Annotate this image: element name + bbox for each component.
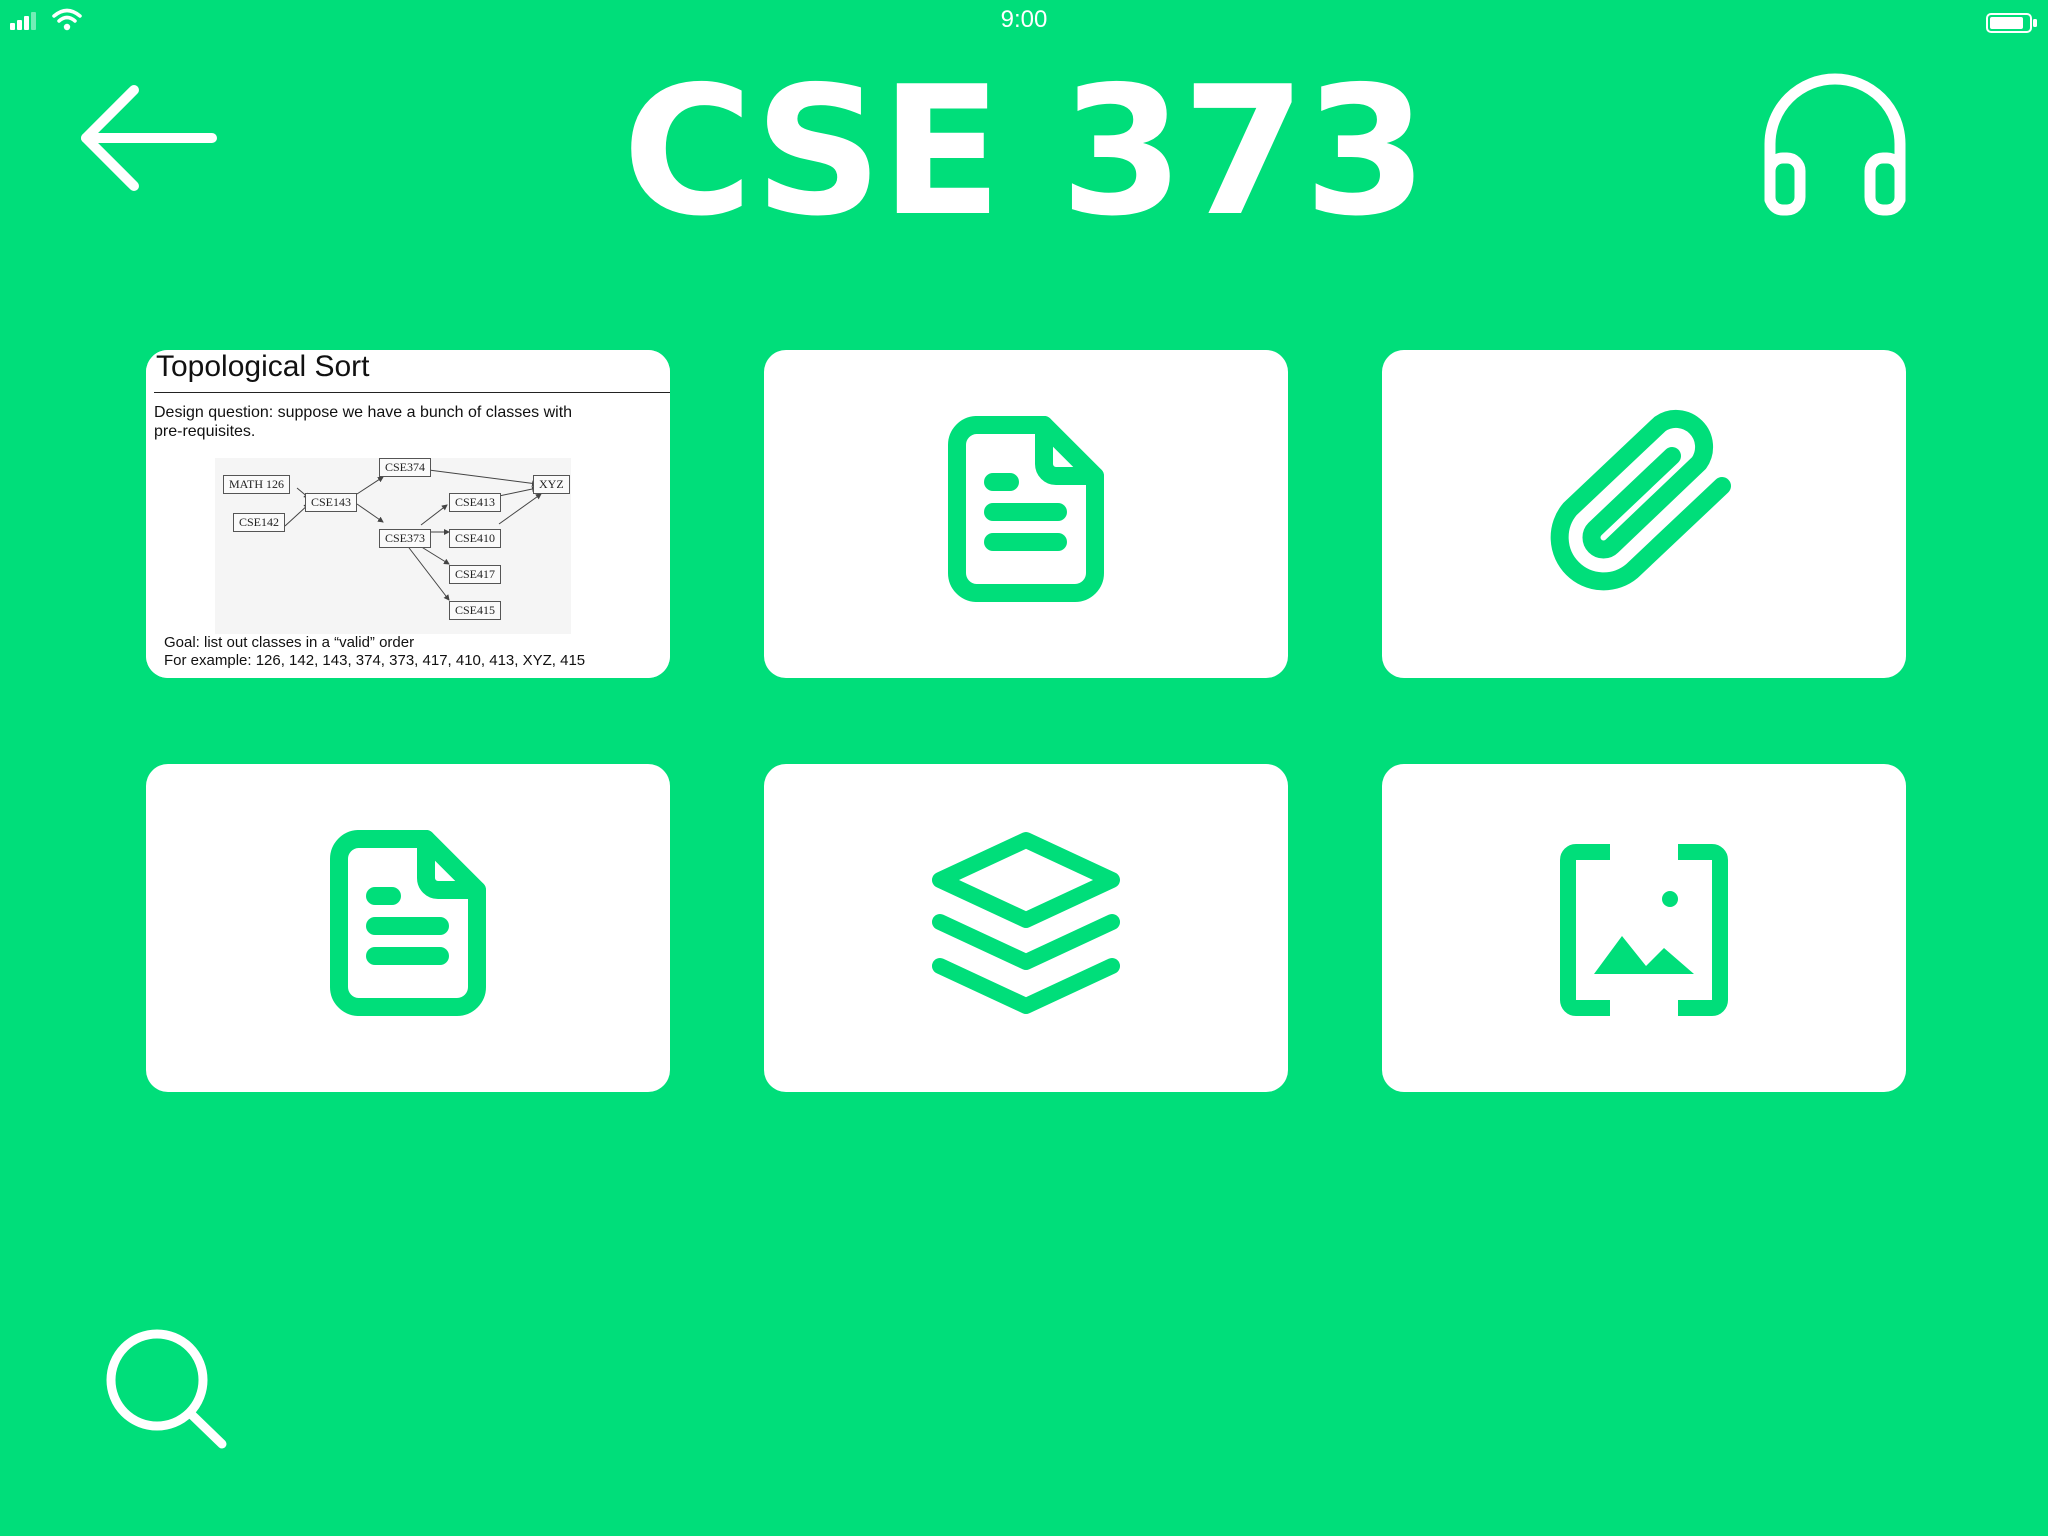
page-title: CSE 373	[622, 48, 1427, 255]
document-tile[interactable]	[764, 350, 1288, 678]
slide-question-line-1: Design question: suppose we have a bunch…	[154, 404, 573, 421]
diagram-node: CSE410	[449, 529, 502, 548]
image-tile[interactable]	[1382, 764, 1906, 1092]
diagram-node: CSE374	[379, 458, 432, 477]
slide-title: Topological Sort	[156, 350, 370, 383]
diagram-node: CSE373	[379, 529, 432, 548]
slide-question-line-2: pre-requisites.	[154, 423, 256, 440]
wifi-icon	[52, 8, 82, 31]
back-button[interactable]	[78, 80, 220, 196]
cellular-signal-icon	[10, 12, 36, 30]
status-time: 9:00	[1000, 6, 1048, 33]
search-icon	[106, 1329, 227, 1449]
diagram-node: XYZ	[533, 475, 570, 494]
document-tile[interactable]	[146, 764, 670, 1092]
slide-thumbnail: Topological Sort Design question: suppos…	[146, 350, 670, 678]
prerequisite-diagram: MATH 126 CSE142 CSE143 CSE374 CSE373 CSE…	[215, 458, 571, 634]
search-button[interactable]	[102, 1328, 230, 1450]
diagram-edges	[284, 468, 542, 601]
slide-divider	[154, 392, 670, 393]
image-scan-icon	[1560, 844, 1728, 1016]
layers-icon	[932, 832, 1120, 1014]
headphones-icon	[1764, 73, 1906, 216]
battery-icon	[1986, 13, 2037, 33]
diagram-node: CSE415	[449, 601, 502, 620]
diagram-node: CSE143	[305, 493, 358, 512]
slide-goal-line-1: Goal: list out classes in a “valid” orde…	[164, 634, 415, 651]
attachment-tile[interactable]	[1382, 350, 1906, 678]
slide-goal-line-2: For example: 126, 142, 143, 374, 373, 41…	[164, 652, 586, 669]
headphones-button[interactable]	[1760, 72, 1910, 216]
arrow-left-icon	[81, 85, 217, 191]
document-icon	[948, 416, 1104, 602]
diagram-node: CSE413	[449, 493, 502, 512]
diagram-node: MATH 126	[223, 475, 291, 494]
status-bar: 9:00	[0, 0, 2048, 42]
paperclip-icon	[1550, 409, 1731, 591]
diagram-node: CSE142	[233, 513, 286, 532]
slide-preview-tile[interactable]: Topological Sort Design question: suppos…	[146, 350, 670, 678]
document-icon	[330, 830, 486, 1016]
diagram-node: CSE417	[449, 565, 502, 584]
layers-tile[interactable]	[764, 764, 1288, 1092]
